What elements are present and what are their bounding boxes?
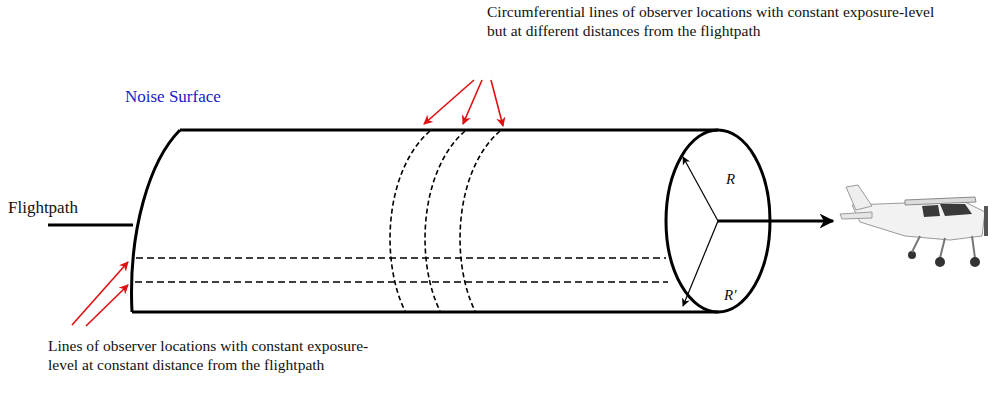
callout-note: Circumferential lines of observer locati… (487, 2, 937, 40)
airplane-picture (840, 185, 988, 267)
flightpath-label: Flightpath (8, 198, 118, 217)
callout-note: Lines of observer locations with constan… (48, 336, 383, 374)
radius-label: R (726, 170, 756, 189)
surface-title: Noise Surface (125, 87, 265, 106)
radius-label: R′ (724, 286, 754, 305)
